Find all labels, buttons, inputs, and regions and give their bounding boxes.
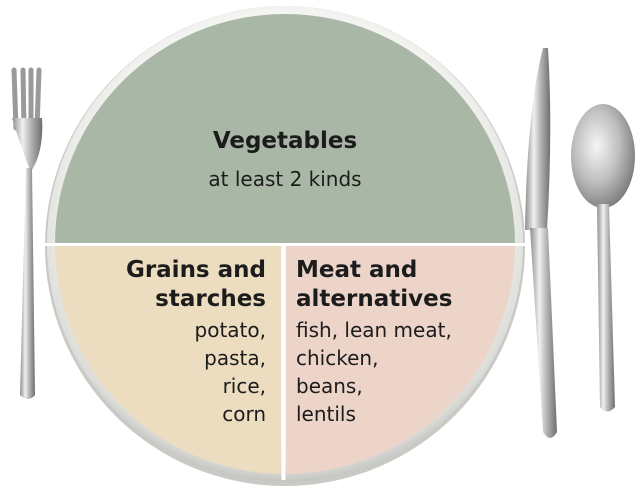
fork-icon [12, 70, 42, 399]
vegetables-heading: Vegetables [190, 127, 380, 156]
meat-item-lentils: lentils [296, 400, 506, 428]
vegetables-subtext: at least 2 kinds [160, 165, 410, 193]
grains-item-pasta: pasta, [90, 344, 266, 372]
grains-item-potato: potato, [90, 316, 266, 344]
meat-heading-line-1: Meat and [296, 256, 506, 285]
meat-text: Meat and alternatives fish, lean meat, c… [296, 256, 506, 428]
spoon-icon [571, 104, 635, 412]
grains-text: Grains and starches potato, pasta, rice,… [90, 256, 266, 428]
grains-item-rice: rice, [90, 372, 266, 400]
vegetables-section [40, 0, 540, 243]
grains-item-corn: corn [90, 400, 266, 428]
meat-heading-line-2: alternatives [296, 285, 506, 314]
meat-item-beans: beans, [296, 372, 506, 400]
grains-heading-line-1: Grains and [90, 256, 266, 285]
meat-item-chicken: chicken, [296, 344, 506, 372]
meat-item-fish-lean-meat: fish, lean meat, [296, 316, 506, 344]
grains-heading-line-2: starches [90, 285, 266, 314]
